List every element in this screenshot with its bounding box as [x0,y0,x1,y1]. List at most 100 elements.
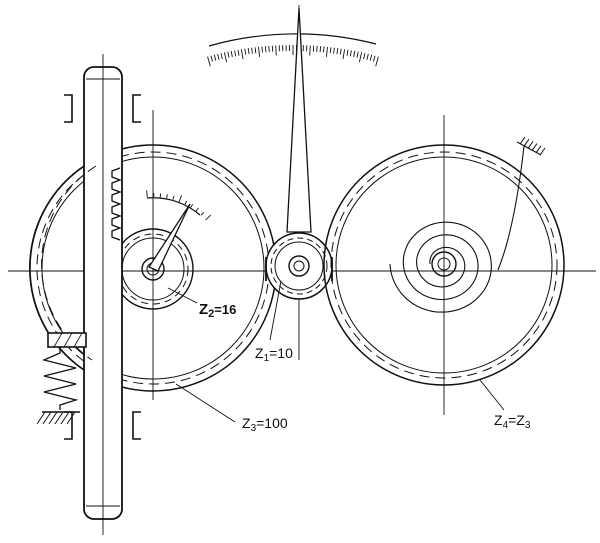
small-dial-tick [195,207,199,212]
anchor-hatch-line [527,141,534,149]
top-dial-tick [230,50,233,57]
label-z4-sub2: 3 [525,420,531,431]
top-dial-tick [244,48,247,55]
lower-right-guide [132,411,141,440]
upper-right-guide [132,94,141,123]
top-dial-tick [309,45,311,56]
top-dial-scale [207,33,379,67]
top-dial-tick [353,50,356,57]
top-dial-tick [333,47,335,54]
gear-z4-shaft-inner [437,257,451,271]
top-dial-tick [349,50,352,57]
small-dial-tick [200,212,205,216]
top-dial-tick [213,54,217,61]
top-dial-tick [207,56,211,67]
z2-leader [167,287,198,304]
label-z2-main: Z [199,301,208,318]
lug-hatch-2 [63,332,73,348]
ground-hatch-line [60,411,70,425]
top-dial-tick [329,47,332,54]
top-dial-arc [208,33,377,47]
top-dial-tick [375,56,379,67]
z1-leader [269,280,282,341]
top-dial-tick [336,48,339,55]
label-z4-sub: 4 [503,420,509,431]
top-dial-tick [358,52,363,63]
gear-z4-tip-circle [323,144,565,386]
gear-z2-shaft [141,257,165,281]
small-dial-tick [172,195,175,200]
top-dial-tick [240,49,244,60]
top-dial-tick [339,48,342,55]
main-pointer-needle [286,7,312,233]
top-dial-tick [210,55,213,62]
label-z2-sub: 2 [208,308,214,320]
plunger-lug [47,332,87,348]
top-dial-tick [234,50,237,57]
anchor-hatch-line [535,145,542,154]
coil-spring [41,347,79,410]
anchor-hatch-line [519,136,526,145]
top-dial-tick [258,46,261,57]
lower-left-guide [64,411,73,440]
top-dial-ticks [207,44,379,67]
gear-z4-shaft [431,251,457,277]
return-spring [36,332,87,425]
anchor-base-line [516,141,542,156]
small-dial-tick [190,203,194,208]
label-z1-rest: =10 [269,345,293,361]
gear-z4-pitch-circle [330,151,558,379]
top-dial-tick [254,47,257,54]
top-dial-tick [261,46,263,53]
top-dial-tick [356,51,359,58]
ground-hatch-lines [36,411,76,425]
top-dial-tick [220,53,223,60]
top-dial-tick [275,45,277,56]
pinion-z1-pitch-circle [270,237,328,295]
label-z3-main: Z [242,415,251,431]
spring-anchor-hatch [516,136,546,156]
top-dial-tick [264,46,267,53]
hairspring-outer-arm [497,145,525,271]
small-dial-needle [148,203,191,272]
label-z3-rest: =100 [256,415,288,431]
z3-leader [175,383,236,423]
label-z4-rest: =Z [508,412,525,428]
label-z4: Z4=Z3 [494,412,531,431]
ground-hatch-line [42,411,52,425]
small-dial-tick [146,190,148,198]
top-dial-tick [342,49,346,60]
small-dial-tick [178,195,183,203]
label-z4-main: Z [494,412,503,428]
anchor-hatch-lines [519,136,546,156]
top-dial-tick [237,49,240,56]
upper-left-guide [64,94,73,123]
small-dial-tick [166,194,168,199]
ground-hatch-line [48,411,58,425]
top-dial-tick [319,46,322,53]
top-dial-tick [346,49,349,56]
small-dial-arc [146,197,201,216]
small-dial-tick [205,214,212,221]
top-dial-tick [227,51,230,58]
top-dial-tick [373,55,376,62]
ground-hatch-line [36,411,46,425]
anchor-hatch-line [539,147,546,156]
label-z1-sub: 1 [264,353,270,364]
label-z1: Z1=10 [255,345,293,364]
top-dial-tick [268,45,270,52]
ground-hatch-line [66,411,76,425]
top-dial-tick [363,53,366,60]
rack-plunger [29,54,123,535]
small-dial-tick [184,200,188,205]
ground-hatch-line [54,411,64,425]
top-dial-tick [223,52,228,63]
top-dial-tick [316,45,318,52]
label-z3-sub: 3 [251,423,257,434]
pinion-z1-shaft-inner [293,260,305,272]
anchor-hatch-line [523,138,530,147]
gear-z4-root-circle [335,156,553,374]
top-dial-tick [325,46,328,57]
rack-teeth [111,167,122,241]
